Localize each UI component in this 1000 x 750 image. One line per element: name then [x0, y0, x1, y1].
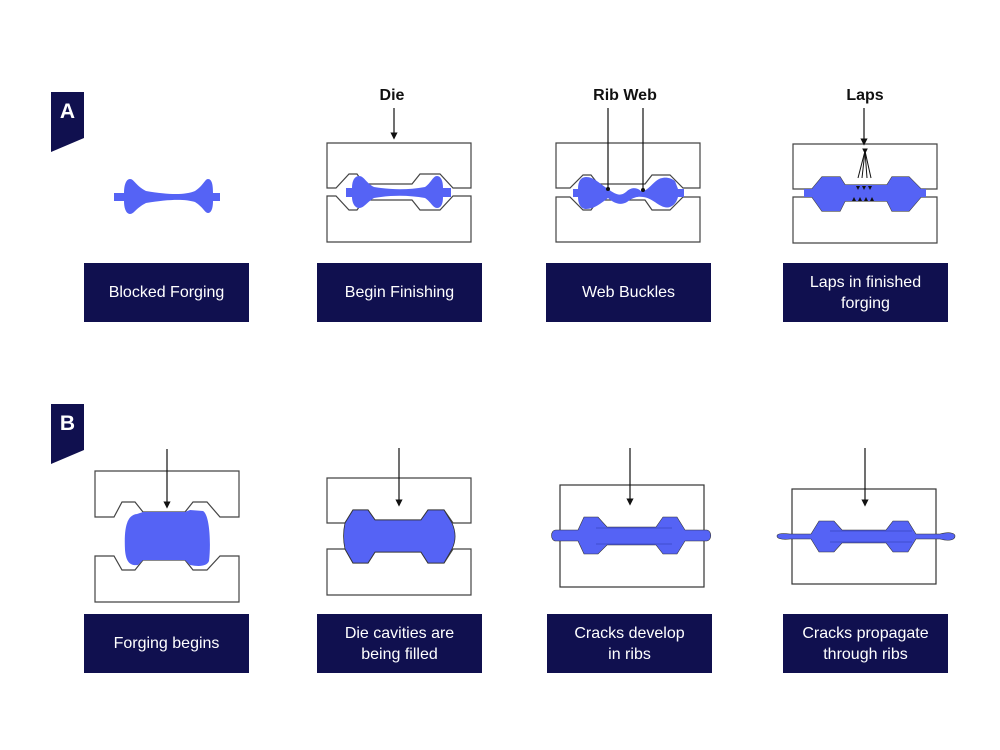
step-label-laps: Laps in finished forging: [783, 263, 948, 322]
badge-shape: [51, 92, 84, 152]
step-label-forging-begins: Forging begins: [84, 614, 249, 673]
workpiece-forging-begins: [124, 510, 210, 566]
laps-fan-arrows: [857, 148, 872, 179]
workpiece-cavities-filled: [343, 509, 456, 564]
badge-letter: B: [59, 412, 76, 435]
callout-rib-web: Rib Web: [593, 87, 657, 104]
web-point: [641, 188, 645, 192]
lap-defects: [852, 186, 874, 201]
workpiece-cracks-develop: [551, 516, 712, 555]
callout-laps: Laps: [846, 87, 884, 104]
badge-shape: [51, 404, 84, 464]
step-label-cracks-develop: Cracks develop in ribs: [547, 614, 712, 673]
die-web-buckles: [555, 142, 701, 243]
step-label-die-cavities: Die cavities are being filled: [317, 614, 482, 673]
step-label-blocked-forging: Blocked Forging: [84, 263, 249, 322]
step-label-cracks-propagate: Cracks propagate through ribs: [783, 614, 948, 673]
section-badge-a: A: [51, 92, 84, 152]
workpiece-begin-finishing: [346, 176, 451, 208]
blocked-forging-shape: [114, 179, 220, 214]
step-label-begin-finishing: Begin Finishing: [317, 263, 482, 322]
callout-die: Die: [379, 87, 405, 104]
step-label-web-buckles: Web Buckles: [546, 263, 711, 322]
workpiece-cracks-propagate: [776, 520, 956, 553]
section-badge-b: B: [51, 404, 84, 464]
die-begin-finishing: [326, 142, 472, 243]
badge-letter: A: [59, 100, 76, 123]
workpiece-web-buckles: [573, 177, 684, 209]
rib-point: [606, 187, 610, 191]
workpiece-laps: [804, 177, 926, 211]
